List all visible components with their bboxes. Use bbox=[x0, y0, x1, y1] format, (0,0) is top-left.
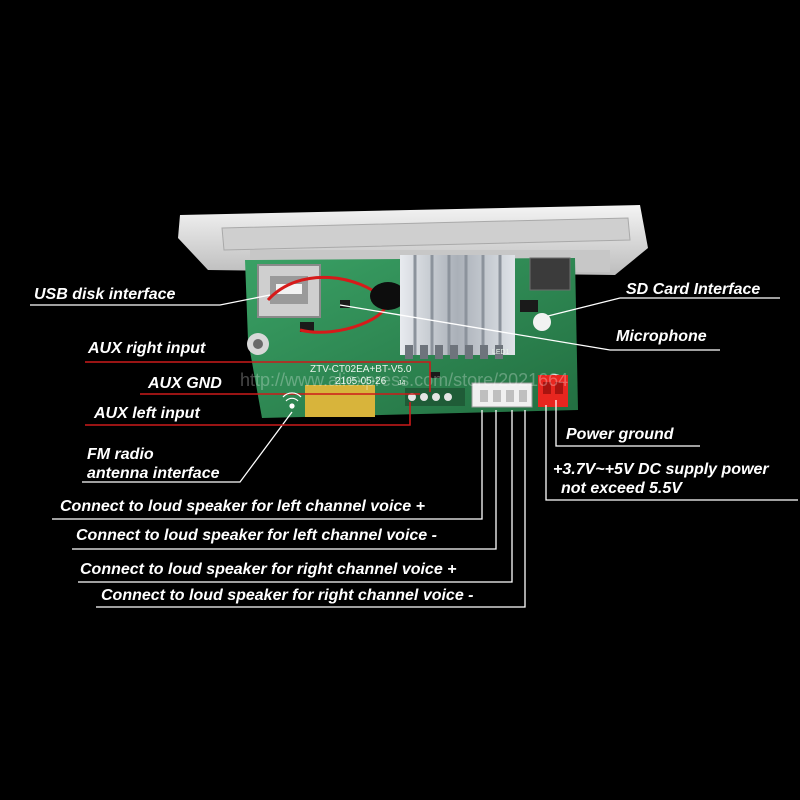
board-model-text: ZTV-CT02EA+BT-V5.0 bbox=[310, 364, 412, 375]
label-aux-gnd: AUX GND bbox=[148, 375, 222, 392]
microphone-element bbox=[533, 313, 551, 331]
power-connector bbox=[538, 375, 568, 407]
label-speaker-left-positive: Connect to loud speaker for left channel… bbox=[60, 498, 425, 515]
label-sd-card-interface: SD Card Interface bbox=[626, 281, 761, 298]
label-power-ground: Power ground bbox=[566, 426, 674, 443]
microphone-capsule bbox=[370, 282, 406, 310]
leader-lines bbox=[30, 294, 798, 608]
antenna-symbol-icon bbox=[282, 392, 302, 409]
board-led-text: LED1 bbox=[492, 349, 510, 356]
aux-pads bbox=[405, 388, 465, 406]
sd-slot bbox=[529, 257, 571, 291]
label-fm-antenna: FM radio antenna interface bbox=[87, 445, 247, 483]
label-speaker-right-negative: Connect to loud speaker for right channe… bbox=[101, 587, 474, 604]
board-date-text: 2105-05-26 bbox=[335, 376, 387, 387]
label-aux-right-input: AUX right input bbox=[88, 340, 206, 357]
label-speaker-right-positive: Connect to loud speaker for right channe… bbox=[80, 561, 457, 578]
label-supply-line1: +3.7V~+5V DC supply power bbox=[553, 461, 769, 478]
label-supply-line2: not exceed 5.5V bbox=[561, 480, 682, 497]
label-supply-power: +3.7V~+5V DC supply power not exceed 5.5… bbox=[553, 460, 797, 498]
label-aux-left-input: AUX left input bbox=[94, 405, 200, 422]
label-microphone: Microphone bbox=[616, 328, 707, 345]
label-usb-disk-interface: USB disk interface bbox=[34, 286, 176, 303]
watermark-text: http://www.aliexpress.com/store/2021664 bbox=[240, 370, 568, 390]
label-speaker-left-negative: Connect to loud speaker for left channel… bbox=[76, 527, 437, 544]
label-fm-line2: antenna interface bbox=[87, 465, 220, 482]
label-fm-line1: FM radio bbox=[87, 446, 154, 463]
heatsink bbox=[400, 255, 515, 359]
board-j4-text: J4 bbox=[398, 380, 406, 387]
aux-leader-lines bbox=[85, 361, 431, 426]
speaker-connector bbox=[471, 382, 533, 408]
usb-port bbox=[257, 264, 321, 318]
